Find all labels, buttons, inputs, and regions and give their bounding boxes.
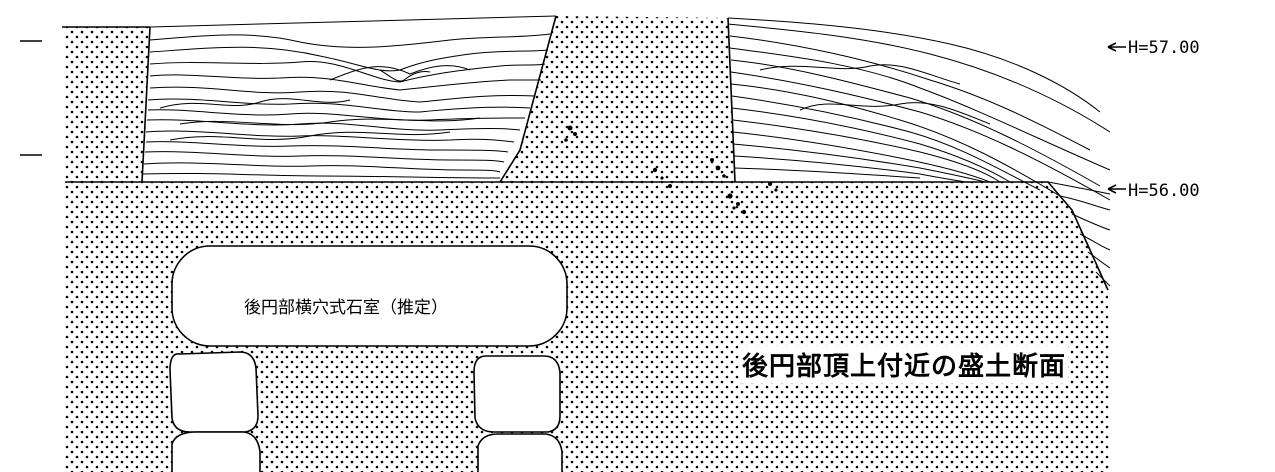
elevation-label-upper: H=57.00 xyxy=(1128,38,1200,58)
elevation-label-lower: H=56.00 xyxy=(1128,181,1200,201)
left-wall-stone-upper xyxy=(169,351,259,433)
left-wall-stone-lower xyxy=(171,431,261,472)
central-stipple-pillar xyxy=(500,16,735,182)
left-layered-fill xyxy=(142,15,557,179)
elevation-markers xyxy=(20,40,1126,194)
right-wall-stone-upper xyxy=(473,355,561,433)
right-wall-stone-lower xyxy=(477,433,563,472)
stone-chamber xyxy=(169,245,568,472)
figure-caption: 後円部頂上付近の盛土断面 xyxy=(740,346,1069,383)
section-outlines xyxy=(62,15,1109,291)
capstone xyxy=(171,245,568,347)
soil-speckles xyxy=(564,125,778,215)
left-stipple-block xyxy=(65,27,150,182)
arrow-lower xyxy=(1107,184,1126,194)
stone-chamber-label: 後円部横穴式石室（推定） xyxy=(244,298,448,318)
right-layered-fill xyxy=(727,17,1111,287)
arrow-upper xyxy=(1107,42,1126,52)
